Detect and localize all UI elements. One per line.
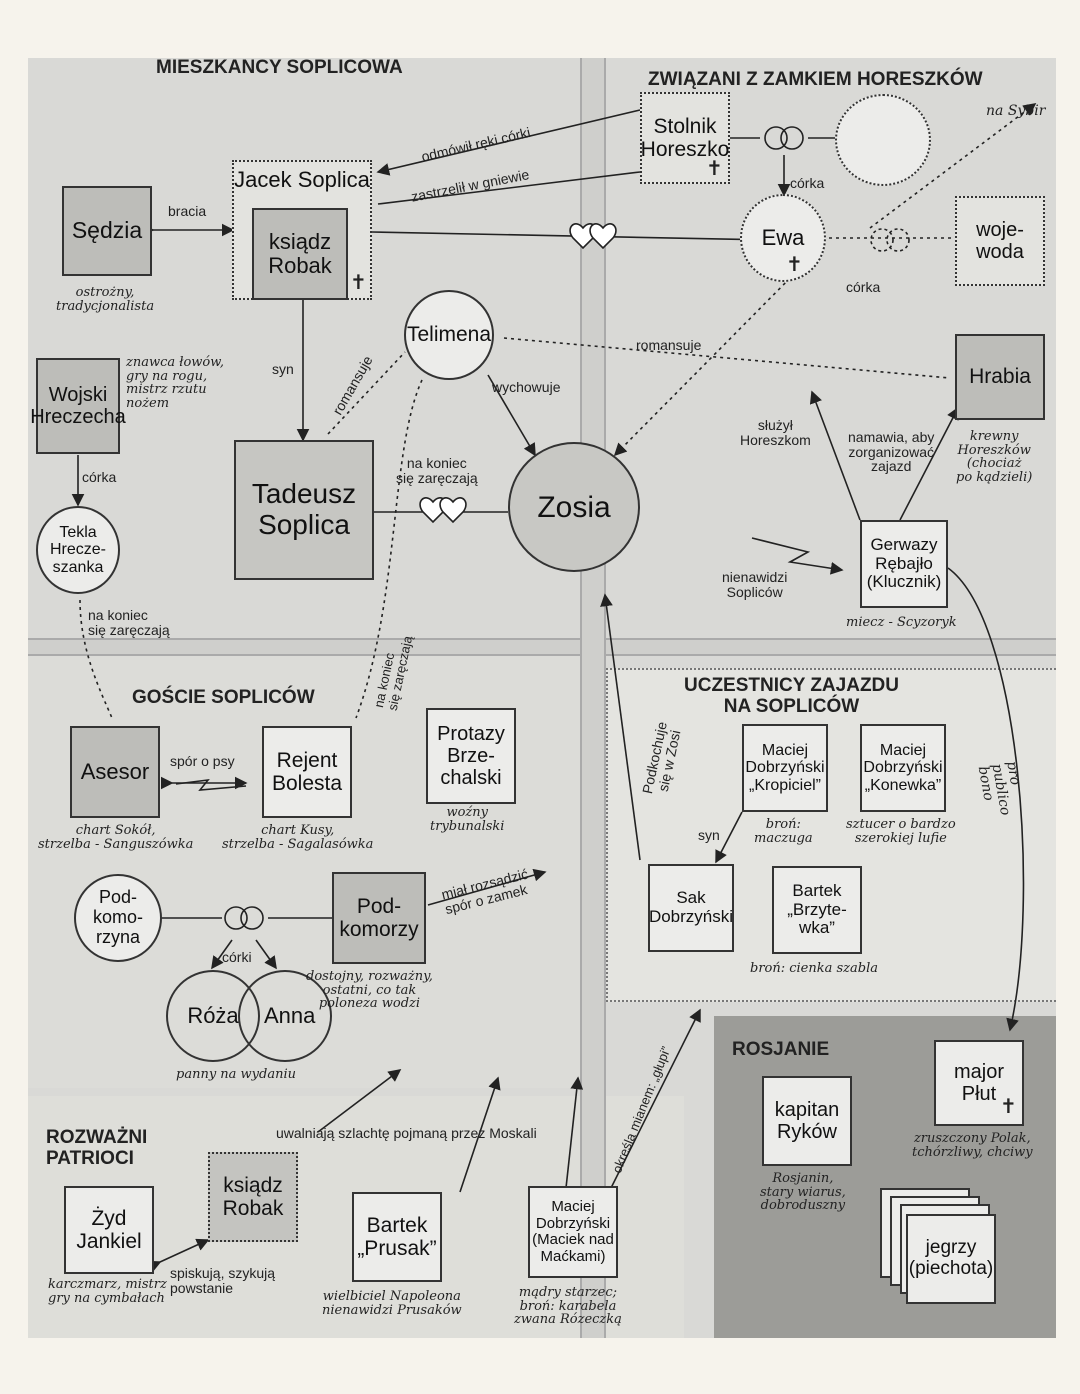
- person-ewa: Ewa: [740, 194, 826, 282]
- person-gerwazy: Gerwazy Rębajło (Klucznik): [860, 520, 948, 608]
- person-maciek: Maciej Dobrzyński (Maciek nad Maćkami): [528, 1186, 618, 1278]
- label-nienawidzi: nienawidzi Sopliców: [722, 569, 788, 600]
- section-goscie: GOŚCIE SOPLICÓW: [132, 687, 315, 708]
- cross-icon: ✝: [786, 252, 803, 276]
- person-wojski: Wojski Hreczecha: [30, 358, 126, 454]
- person-anna: Anna: [238, 970, 332, 1062]
- person-zosia: Zosia: [508, 442, 640, 572]
- label-corki: córki: [222, 949, 252, 965]
- label-sluzyl: służył Horeszkom: [740, 417, 811, 448]
- cross-icon: ✝: [706, 156, 723, 180]
- section-patrioci: ROZWAŻNI PATRIOCI: [46, 1127, 148, 1169]
- person-podkomorzyna: Pod- komo- rzyna: [74, 874, 162, 962]
- label-corka-1: córka: [790, 175, 825, 191]
- person-rejent: Rejent Bolesta: [262, 726, 352, 818]
- person-protazy: Protazy Brze- chalski: [426, 708, 516, 804]
- note-rejent: chart Kusy, strzelba - Sagalasówka: [222, 823, 374, 852]
- label-syn-2: syn: [698, 827, 720, 843]
- note-jankiel: karczmarz, mistrz gry na cymbałach: [48, 1277, 167, 1306]
- person-robak-patriot: ksiądz Robak: [208, 1152, 298, 1242]
- person-rykow: kapitan Ryków: [762, 1076, 852, 1166]
- person-jegrzy: jegrzy (piechota): [906, 1214, 996, 1304]
- person-tadeusz: Tadeusz Soplica: [234, 440, 374, 580]
- person-podkomorzy: Pod- komorzy: [332, 872, 426, 964]
- divider-vertical: [580, 58, 606, 1338]
- divider-horizontal: [28, 638, 1056, 656]
- person-sak: Sak Dobrzyński: [648, 864, 734, 952]
- person-sedzia: Sędzia: [62, 186, 152, 276]
- label-romansuje-2: romansuje: [636, 337, 702, 353]
- label-pro-publico: pro publico bono: [974, 759, 1024, 817]
- person-tekla: Tekla Hrecze- szanka: [36, 506, 120, 594]
- empty-wife-circle: [835, 94, 931, 186]
- person-brzytewka: Bartek „Brzyte- wka”: [772, 866, 862, 954]
- note-rykow: Rosjanin, stary wiarus, dobroduszny: [760, 1171, 846, 1214]
- note-brzytewka: broń: cienka szabla: [750, 961, 879, 976]
- note-podkomorzy: dostojny, rozważny, ostatni, co tak polo…: [306, 969, 433, 1012]
- note-sedzia: ostrożny, tradycjonalista: [56, 285, 155, 314]
- note-protazy: woźny trybunalski: [430, 805, 505, 834]
- person-wojewoda: woje- woda: [955, 196, 1045, 286]
- note-kropiciel: broń: maczuga: [754, 817, 813, 846]
- label-syn-1: syn: [272, 361, 294, 377]
- person-ksiadz-robak: ksiądz Robak: [252, 208, 348, 300]
- section-zajazd: UCZESTNICY ZAJAZDU NA SOPLICÓW: [684, 675, 899, 717]
- jacek-label: Jacek Soplica: [234, 167, 370, 192]
- label-zareczaja-1: na koniec się zaręczają: [396, 455, 478, 486]
- label-uwalniaja: uwalniają szlachtę pojmaną przez Moskali: [276, 1125, 537, 1141]
- label-spiskuja: spiskują, szykują powstanie: [170, 1265, 276, 1296]
- section-horeszko: ZWIĄZANI Z ZAMKIEM HORESZKÓW: [648, 69, 983, 90]
- note-prusak: wielbiciel Napoleona nienawidzi Prusaków: [322, 1289, 462, 1318]
- note-plut: zruszczony Polak, tchórzliwy, chciwy: [912, 1131, 1033, 1160]
- note-konewka: sztucer o bardzo szerokiej lufie: [846, 817, 956, 846]
- note-panny: panny na wydaniu: [176, 1067, 296, 1082]
- label-corka-wojski: córka: [82, 469, 117, 485]
- person-asesor: Asesor: [70, 726, 160, 818]
- person-hrabia: Hrabia: [955, 334, 1045, 420]
- note-asesor: chart Sokół, strzelba - Sanguszówka: [38, 823, 194, 852]
- person-telimena: Telimena: [404, 290, 494, 380]
- label-na-sybir: na Sybir: [986, 103, 1046, 119]
- cross-icon: ✝: [350, 270, 367, 294]
- label-bracia: bracia: [168, 203, 207, 219]
- note-wojski: znawca łowów, gry na rogu, mistrz rzutu …: [126, 355, 224, 411]
- note-maciek: mądry starzec; broń: karabela zwana Róze…: [514, 1285, 622, 1328]
- person-konewka: Maciej Dobrzyński „Konewka”: [860, 724, 946, 812]
- note-hrabia: krewny Horeszków (chociaż po kądzieli): [956, 429, 1033, 485]
- note-gerwazy: miecz - Scyzoryk: [846, 615, 957, 630]
- label-wychowuje: wychowuje: [492, 379, 561, 395]
- label-zareczaja-2: na koniec się zaręczają: [88, 607, 170, 638]
- person-prusak: Bartek „Prusak”: [352, 1192, 442, 1282]
- person-plut: major Płut: [934, 1040, 1024, 1126]
- label-namawia: namawia, aby zorganizować zajazd: [848, 429, 935, 475]
- section-rosjanie: ROSJANIE: [732, 1039, 830, 1060]
- person-stolnik: Stolnik Horeszko: [640, 92, 730, 184]
- person-jankiel: Żyd Jankiel: [64, 1186, 154, 1274]
- label-corka-2: córka: [846, 279, 881, 295]
- label-spor-psy: spór o psy: [170, 753, 235, 769]
- cross-icon: ✝: [1000, 1094, 1017, 1118]
- section-soplicowo: MIESZKANCY SOPLICOWA: [156, 57, 403, 78]
- person-kropiciel: Maciej Dobrzyński „Kropiciel”: [742, 724, 828, 812]
